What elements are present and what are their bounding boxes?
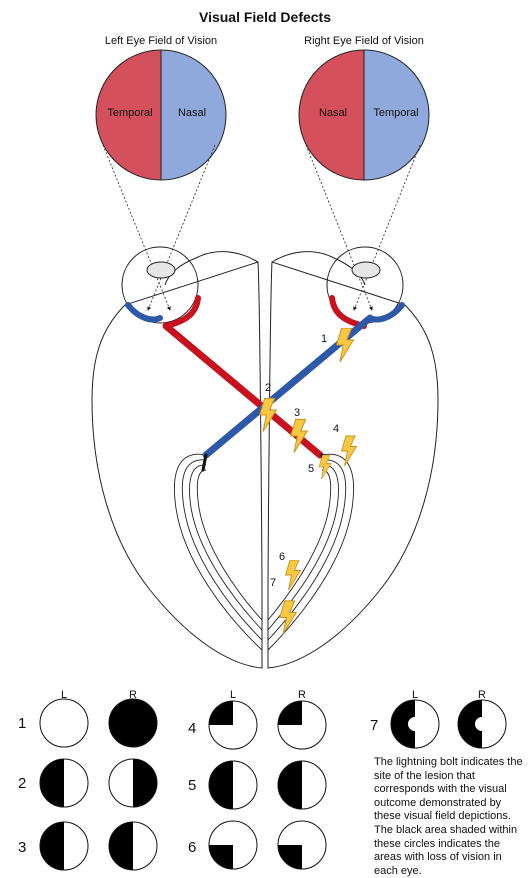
defect-3-left-eye [40,822,88,870]
lesion-label-6: 6 [279,551,285,563]
lesion-label-3: 3 [294,407,300,419]
defect-row-label-5: 5 [188,777,196,794]
lesion-label-4: 4 [333,423,339,435]
optic-radiations [174,454,353,650]
defect-7-left-eye [391,700,439,748]
defect-row-label-2: 2 [18,775,26,792]
defect-1-right-eye [109,699,157,747]
right-field-temporal-label: Temporal [373,107,418,119]
defect-3-right-eye [109,822,157,870]
column-l-label-c: L [412,689,418,701]
right-field-caption: Right Eye Field of Vision [304,35,424,47]
defect-2-left-eye [40,759,88,807]
defect-5-right-eye [278,761,326,809]
column-r-label-c: R [478,689,486,701]
defect-row-label-1: 1 [18,715,26,732]
left-field-temporal-label: Temporal [107,107,152,119]
lesion-bolt-3 [291,419,308,452]
diagram-title: Visual Field Defects [199,9,331,25]
lesion-label-7: 7 [270,577,276,589]
defect-row-label-7: 7 [370,717,378,734]
lesion-bolt-4 [342,436,357,466]
defect-5-left-eye [209,761,257,809]
lesion-label-2: 2 [265,382,271,394]
lesion-label-5: 5 [308,463,314,475]
column-l-label-b: L [230,689,236,701]
lesion-label-1: 1 [321,333,327,345]
legend-explanation: The lightning bolt indicates the site of… [374,756,528,878]
defect-7-right-eye [458,700,506,748]
defect-6-right-eye [278,821,326,869]
lesion-bolt-6 [286,560,301,590]
column-r-label-b: R [298,689,306,701]
defect-6-left-eye [209,821,257,869]
defect-row-label-4: 4 [188,720,196,737]
defect-1-left-eye [40,699,88,747]
left-field-nasal-label: Nasal [178,107,206,119]
defect-4-right-eye [278,701,326,749]
defect-4-left-eye [209,701,257,749]
defect-row-label-3: 3 [18,839,26,856]
defect-row-label-6: 6 [188,839,196,856]
defect-2-right-eye [109,759,157,807]
brain-outline [92,252,438,668]
left-field-caption: Left Eye Field of Vision [105,35,217,47]
right-field-nasal-label: Nasal [319,107,347,119]
